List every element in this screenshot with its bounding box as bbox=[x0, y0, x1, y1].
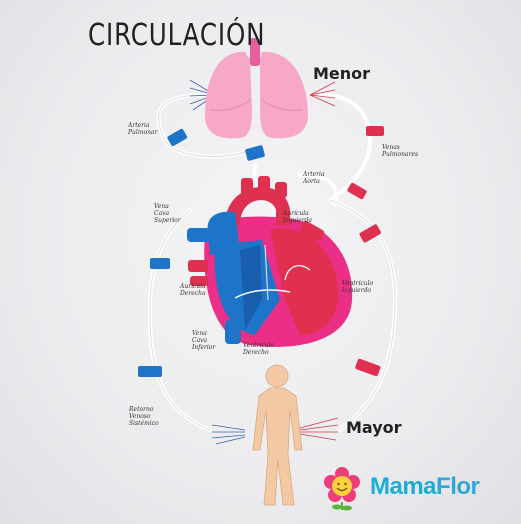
page-title: CIRCULACIÓN bbox=[88, 18, 265, 53]
label-right-atrium: Aurícula Derecha bbox=[180, 283, 206, 297]
mamaflor-logo: MamaFlor bbox=[322, 465, 512, 509]
logo-word-flor: Flor bbox=[436, 473, 479, 500]
label-left-atrium: Aurícula Izquierda bbox=[283, 210, 312, 224]
heart bbox=[187, 176, 352, 347]
label-inferior-vena-cava: Vena Cava Inferior bbox=[192, 330, 215, 351]
logo-word-mama: Mama bbox=[370, 473, 436, 500]
label-left-ventricle: Ventrículo Izquierdo bbox=[342, 280, 373, 294]
label-pulmonary-artery: Arteria Pulmonar bbox=[128, 122, 157, 136]
major-circuit-label: Mayor bbox=[346, 418, 402, 437]
label-systemic-venous-return: Retorno Venoso Sistémico bbox=[129, 406, 159, 427]
label-pulmonary-veins: Venas Pulmonares bbox=[382, 144, 418, 158]
human-figure bbox=[253, 365, 302, 505]
label-superior-vena-cava: Vena Cava Superior bbox=[154, 203, 181, 224]
lungs bbox=[205, 38, 308, 138]
label-right-ventricle: Ventrículo Derecho bbox=[243, 342, 274, 356]
label-aorta: Arteria Aorta bbox=[303, 171, 325, 185]
minor-circuit-label: Menor bbox=[313, 64, 370, 83]
logo-wordmark: MamaFlor bbox=[370, 473, 479, 501]
